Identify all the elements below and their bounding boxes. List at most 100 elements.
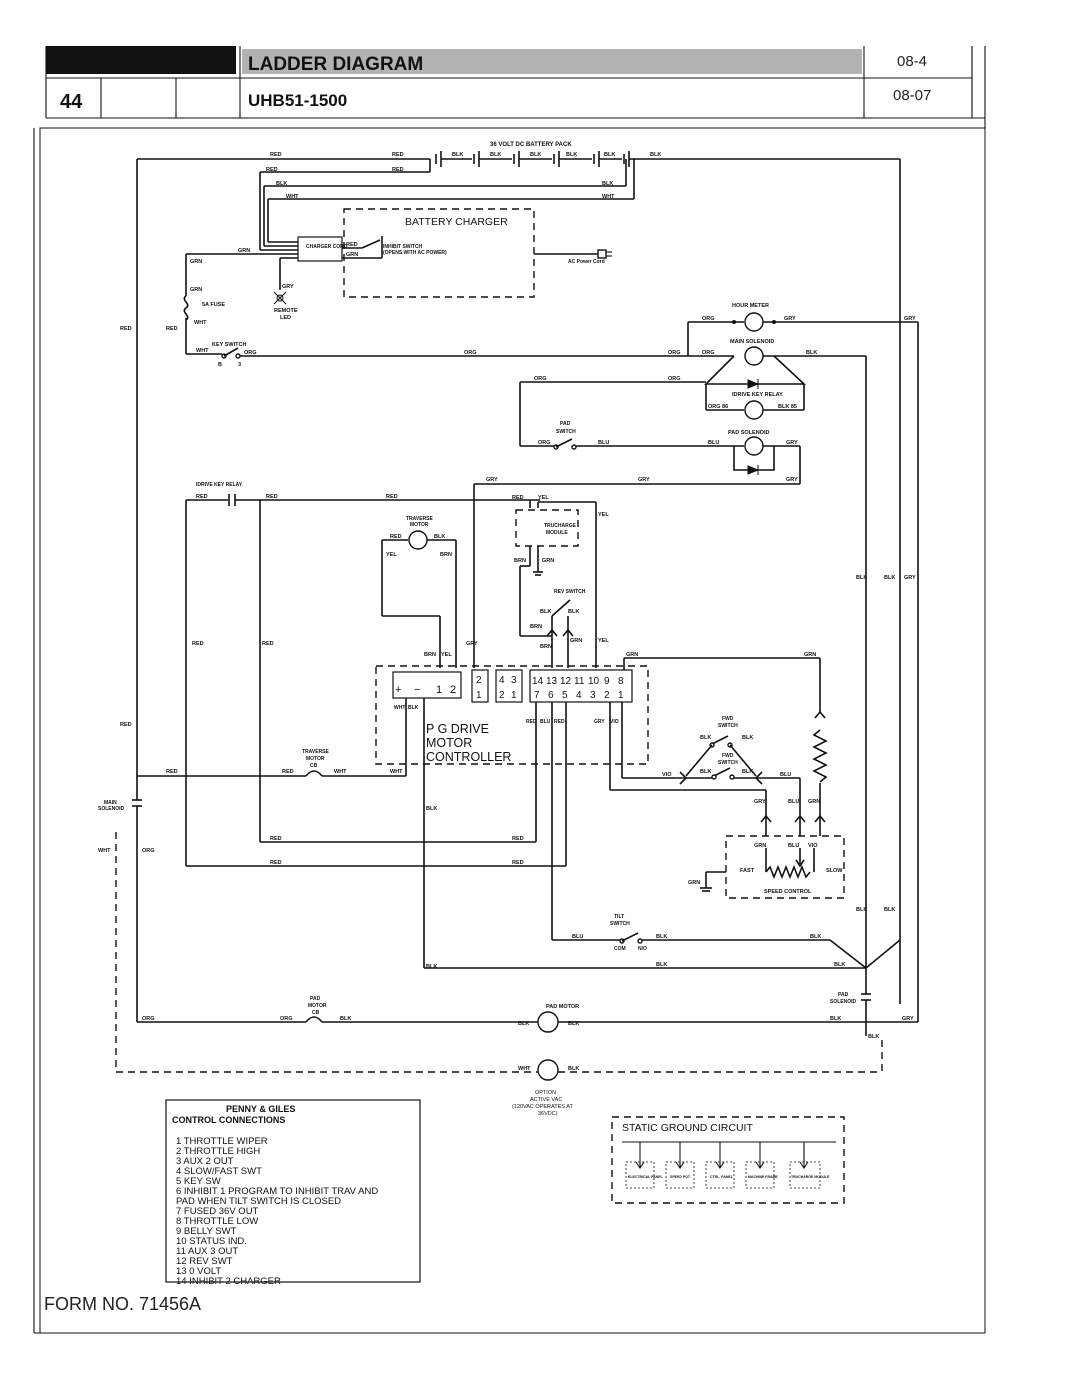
key-switch-icon: [223, 347, 239, 357]
wire-label-red: RED: [262, 641, 274, 647]
header-black-bar: [46, 46, 236, 74]
wire-label-blk: BLK: [530, 152, 541, 158]
wire-label-blk: BLK: [568, 1066, 579, 1072]
static-ground-circuit: STATIC GROUND CIRCUIT ELECTRICAL PANEL S…: [611, 1116, 845, 1204]
ground-point-label: TRUCHARGE MODULE: [791, 1175, 830, 1179]
wire-label-red: RED: [386, 494, 398, 500]
legend-item: 8 THROTTLE LOW: [176, 1216, 258, 1227]
main-solenoid-label: MAIN SOLENOID: [730, 339, 774, 345]
wire-label-grn: GRN: [570, 638, 582, 644]
main-solenoid-coil-icon: [744, 346, 764, 366]
legend-item: 3 AUX 2 OUT: [176, 1156, 234, 1167]
wire-label-grn: GRN: [754, 843, 766, 849]
speed-control-slow: SLOW: [826, 868, 843, 874]
idrive-key-relay-coil-icon: [744, 400, 764, 420]
wire-label-blk: BLK: [604, 152, 615, 158]
wire-label-org: ORG: [702, 350, 715, 356]
pad-motor-label: PAD MOTOR: [546, 1004, 579, 1010]
wire-label-blk: BLK: [518, 1021, 529, 1027]
wire-label-wht: WHT: [98, 848, 111, 854]
wire-label-red: RED: [192, 641, 204, 647]
wire-label-blk: BLK: [408, 705, 419, 711]
controller-pin: 1: [511, 690, 517, 701]
fuse-key-switch: GRN GRN 5A FUSE WHT WHT KEY SWITCH B 3 O…: [183, 254, 734, 368]
wire-label-wht: WHT: [286, 194, 299, 200]
ground-arrow-icon: [799, 1161, 809, 1169]
wire-label-org: ORG: [702, 316, 715, 322]
fwd-switch-label: FWD: [722, 753, 734, 759]
controller-pin: 2: [604, 690, 610, 701]
fuse-label: 5A FUSE: [202, 302, 225, 308]
legend-item: 12 REV SWT: [176, 1256, 233, 1267]
controller-pin: 11: [574, 676, 585, 687]
ground-point-label: CTRL. PANEL: [710, 1175, 734, 1179]
legend-item: PAD WHEN TILT SWITCH IS CLOSED: [176, 1196, 341, 1207]
option-note: OPTION: [535, 1090, 556, 1096]
trucharge-module-box: [515, 509, 579, 547]
wire-label-blk: BLK: [426, 806, 437, 812]
remote-led-label: REMOTE: [274, 308, 298, 314]
pad-switch-icon: [555, 438, 573, 448]
pad-solenoid-circuit: ORG PAD SWITCH BLU BLU PAD SOLENOID GRY …: [474, 382, 801, 485]
static-ground-box: [611, 1116, 845, 1204]
legend-item: 13 0 VOLT: [176, 1266, 221, 1277]
legend-item: 9 BELLY SWT: [176, 1226, 237, 1237]
option-note: 36VDC): [538, 1111, 558, 1117]
controller-pin: 2: [476, 675, 482, 686]
form-number: FORM NO. 71456A: [44, 1294, 201, 1314]
wire-label-blu: BLU: [708, 440, 719, 446]
fwd-switch-label: SWITCH: [718, 760, 738, 766]
wire-label-org: ORG: [668, 376, 681, 382]
wire-label-yel: YEL: [538, 495, 549, 501]
trucharge-rev-circuit: GRY RED YEL YEL YEL TRUCHARGE MODULE BRN…: [466, 484, 609, 668]
remote-led-icon: [273, 291, 287, 305]
option-note: ACTIVE VAC: [530, 1097, 562, 1103]
legend-item: 10 STATUS IND.: [176, 1236, 247, 1247]
wire-label-gry: GRY: [638, 477, 650, 483]
controller-pin: 3: [590, 690, 596, 701]
wire-label-red: RED: [266, 494, 278, 500]
controller-pin: 14: [532, 676, 544, 687]
wire-label-gry: GRY: [466, 641, 478, 647]
traverse-motor-cb-label: CB: [310, 763, 318, 769]
hour-meter-label: HOUR METER: [732, 303, 769, 309]
ground-point-label: SPEED POT.: [670, 1175, 691, 1179]
controller-box: [375, 665, 649, 765]
idrive-key-relay-label: IDRIVE KEY RELAY: [732, 392, 783, 398]
static-ground-title: STATIC GROUND CIRCUIT: [622, 1122, 753, 1134]
battery-charger-title: BATTERY CHARGER: [405, 216, 508, 228]
speed-control: GRN BLU VIO FAST SLOW SPEED CONTROL GRN: [688, 835, 845, 899]
wire-label-yel: YEL: [598, 512, 609, 518]
wire-label-blk: BLK: [566, 152, 577, 158]
controller-connector-c: [529, 669, 633, 703]
tilt-switch-icon: [621, 932, 639, 942]
wire-label-grn: GRN: [346, 252, 358, 258]
wire-label-grn: GRN: [626, 652, 638, 658]
tilt-switch-label: SWITCH: [610, 921, 630, 927]
wire-label-red: RED: [346, 242, 358, 248]
idrive-key-relay-circuit: IDRIVE KEY RELAY ORG 86 BLK 85: [705, 384, 805, 420]
wire-label-gry: GRY: [902, 1016, 914, 1022]
legend-item: 14 INHIBIT 2 CHARGER: [176, 1276, 281, 1287]
wire-label-vio: VIO: [662, 772, 672, 778]
charger-cord-label: CHARGER CORD: [306, 244, 348, 250]
ground-point: CTRL. PANEL: [705, 1142, 735, 1189]
controller-pin: 7: [534, 690, 540, 701]
idrive-key-relay-contact-label: IDRIVE KEY RELAY: [196, 482, 243, 488]
wire-label-grn: GRN: [238, 248, 250, 254]
diode-icon: [747, 465, 760, 475]
speed-control-label: SPEED CONTROL: [764, 889, 812, 895]
wire-label-blk: BLK: [650, 152, 661, 158]
wire-label-red: RED: [196, 494, 208, 500]
wire-label-blk: BLK: [568, 1021, 579, 1027]
wire-label-org: ORG: [142, 848, 155, 854]
wire-label-brn: BRN: [530, 624, 542, 630]
controller-pin: 9: [604, 676, 610, 687]
controller-power-pin: −: [414, 684, 420, 696]
fwd-switch-icon: [713, 767, 731, 777]
wire-label-red: RED: [282, 769, 294, 775]
wire-label-blk: BLK: [884, 575, 895, 581]
wire-label-blk: BLK: [602, 181, 613, 187]
wire-label-gry: GRY: [786, 477, 798, 483]
